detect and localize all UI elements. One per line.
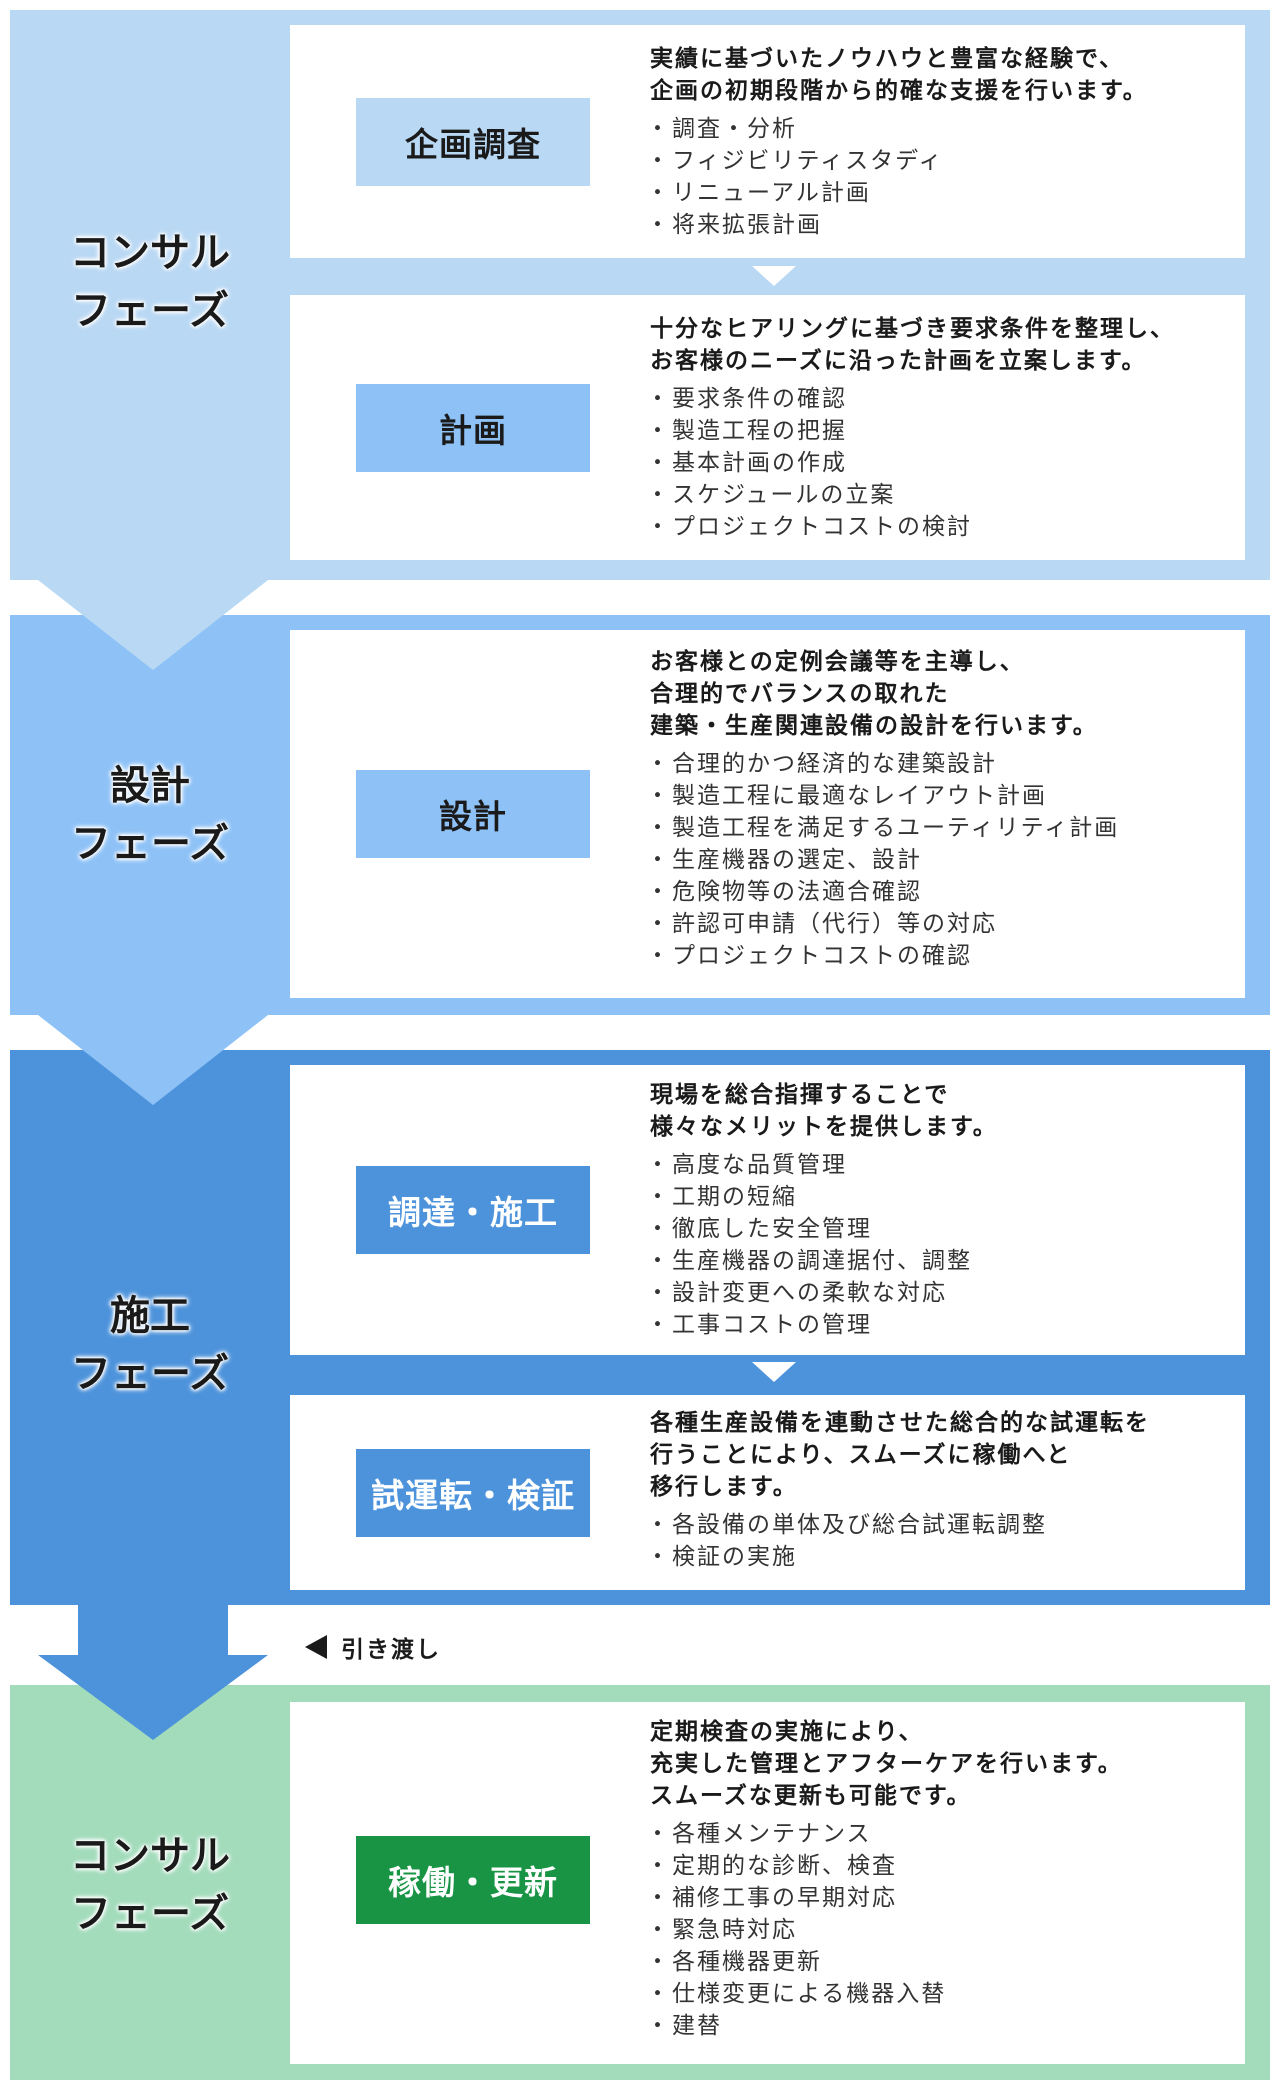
phase-arrow-1-icon [38, 580, 268, 670]
list-item: 検証の実施 [646, 1541, 1235, 1573]
list-item: リニューアル計画 [646, 177, 1235, 209]
stage-items: 高度な品質管理 工期の短縮 徹底した安全管理 生産機器の調達据付、調整 設計変更… [646, 1149, 1235, 1341]
stage-panel-planning-survey: 企画調査 実績に基づいたノウハウと豊富な経験で、 企画の初期段階から的確な支援を… [290, 25, 1245, 258]
stage-items: 調査・分析 フィジビリティスタディ リニューアル計画 将来拡張計画 [646, 113, 1235, 241]
stage-content: 実績に基づいたノウハウと豊富な経験で、 企画の初期段階から的確な支援を行います。… [646, 43, 1235, 241]
stage-label-plan: 計画 [356, 384, 590, 472]
phase-title-consult: コンサルフェーズ [70, 230, 230, 334]
list-item: 危険物等の法適合確認 [646, 876, 1235, 908]
list-item: 許認可申請（代行）等の対応 [646, 908, 1235, 940]
list-item: 調査・分析 [646, 113, 1235, 145]
list-item: 製造工程を満足するユーティリティ計画 [646, 812, 1235, 844]
stage-label-planning-survey: 企画調査 [356, 98, 590, 186]
stage-lead: 十分なヒアリングに基づき要求条件を整理し、 お客様のニーズに沿った計画を立案しま… [650, 316, 1175, 374]
handover-text: 引き渡し [341, 1637, 441, 1663]
stage-panel-commissioning: 試運転・検証 各種生産設備を連動させた総合的な試運転を 行うことにより、スムーズ… [290, 1395, 1245, 1590]
stage-panel-plan: 計画 十分なヒアリングに基づき要求条件を整理し、 お客様のニーズに沿った計画を立… [290, 295, 1245, 560]
stage-content: お客様との定例会議等を主導し、 合理的でバランスの取れた 建築・生産関連設備の設… [646, 646, 1235, 972]
list-item: 合理的かつ経済的な建築設計 [646, 748, 1235, 780]
list-item: 各設備の単体及び総合試運転調整 [646, 1509, 1235, 1541]
phase-arrow-3-icon [38, 1605, 268, 1740]
phase-arrow-2-icon [38, 1015, 268, 1105]
phase-title-construction: 施工フェーズ [71, 1293, 229, 1397]
list-item: 定期的な診断、検査 [646, 1850, 1235, 1882]
list-item: プロジェクトコストの検討 [646, 511, 1235, 543]
list-item: 工期の短縮 [646, 1181, 1235, 1213]
stage-label-commissioning: 試運転・検証 [356, 1449, 590, 1537]
phase-title-design: 設計フェーズ [71, 763, 229, 867]
stage-label-procurement: 調達・施工 [356, 1166, 590, 1254]
stage-label-design: 設計 [356, 770, 590, 858]
stage-content: 十分なヒアリングに基づき要求条件を整理し、 お客様のニーズに沿った計画を立案しま… [646, 313, 1235, 543]
list-item: 高度な品質管理 [646, 1149, 1235, 1181]
list-item: 要求条件の確認 [646, 383, 1235, 415]
stage-panel-design: 設計 お客様との定例会議等を主導し、 合理的でバランスの取れた 建築・生産関連設… [290, 630, 1245, 998]
stage-panel-operation: 稼働・更新 定期検査の実施により、 充実した管理とアフターケアを行います。 スム… [290, 1702, 1245, 2064]
left-triangle-icon [305, 1635, 327, 1659]
stage-items: 各設備の単体及び総合試運転調整 検証の実施 [646, 1509, 1235, 1573]
list-item: プロジェクトコストの確認 [646, 940, 1235, 972]
list-item: 補修工事の早期対応 [646, 1882, 1235, 1914]
stage-label-operation: 稼働・更新 [356, 1836, 590, 1924]
stage-lead: お客様との定例会議等を主導し、 合理的でバランスの取れた 建築・生産関連設備の設… [650, 649, 1098, 739]
list-item: 将来拡張計画 [646, 209, 1235, 241]
stage-content: 現場を総合指揮することで 様々なメリットを提供します。 高度な品質管理 工期の短… [646, 1079, 1235, 1341]
list-item: 工事コストの管理 [646, 1309, 1235, 1341]
list-item: 緊急時対応 [646, 1914, 1235, 1946]
list-item: 生産機器の調達据付、調整 [646, 1245, 1235, 1277]
list-item: フィジビリティスタディ [646, 145, 1235, 177]
stage-content: 定期検査の実施により、 充実した管理とアフターケアを行います。 スムーズな更新も… [646, 1716, 1235, 2042]
stage-items: 各種メンテナンス 定期的な診断、検査 補修工事の早期対応 緊急時対応 各種機器更… [646, 1818, 1235, 2042]
stage-items: 合理的かつ経済的な建築設計 製造工程に最適なレイアウト計画 製造工程を満足するユ… [646, 748, 1235, 972]
list-item: 基本計画の作成 [646, 447, 1235, 479]
phase-title-operation: コンサルフェーズ [70, 1833, 230, 1937]
list-item: 徹底した安全管理 [646, 1213, 1235, 1245]
stage-lead: 現場を総合指揮することで 様々なメリットを提供します。 [650, 1082, 998, 1140]
list-item: 各種機器更新 [646, 1946, 1235, 1978]
stage-content: 各種生産設備を連動させた総合的な試運転を 行うことにより、スムーズに稼働へと 移… [646, 1407, 1235, 1573]
list-item: 仕様変更による機器入替 [646, 1978, 1235, 2010]
stage-lead: 実績に基づいたノウハウと豊富な経験で、 企画の初期段階から的確な支援を行います。 [650, 46, 1148, 104]
stage-arrow-icon [752, 1362, 796, 1382]
stage-lead: 各種生産設備を連動させた総合的な試運転を 行うことにより、スムーズに稼働へと 移… [650, 1410, 1150, 1500]
list-item: スケジュールの立案 [646, 479, 1235, 511]
list-item: 設計変更への柔軟な対応 [646, 1277, 1235, 1309]
list-item: 生産機器の選定、設計 [646, 844, 1235, 876]
list-item: 各種メンテナンス [646, 1818, 1235, 1850]
stage-lead: 定期検査の実施により、 充実した管理とアフターケアを行います。 スムーズな更新も… [650, 1719, 1123, 1809]
list-item: 製造工程の把握 [646, 415, 1235, 447]
handover-label: 引き渡し [305, 1630, 441, 1664]
stage-items: 要求条件の確認 製造工程の把握 基本計画の作成 スケジュールの立案 プロジェクト… [646, 383, 1235, 543]
list-item: 建替 [646, 2010, 1235, 2042]
list-item: 製造工程に最適なレイアウト計画 [646, 780, 1235, 812]
stage-panel-procurement: 調達・施工 現場を総合指揮することで 様々なメリットを提供します。 高度な品質管… [290, 1065, 1245, 1355]
stage-arrow-icon [752, 266, 796, 286]
